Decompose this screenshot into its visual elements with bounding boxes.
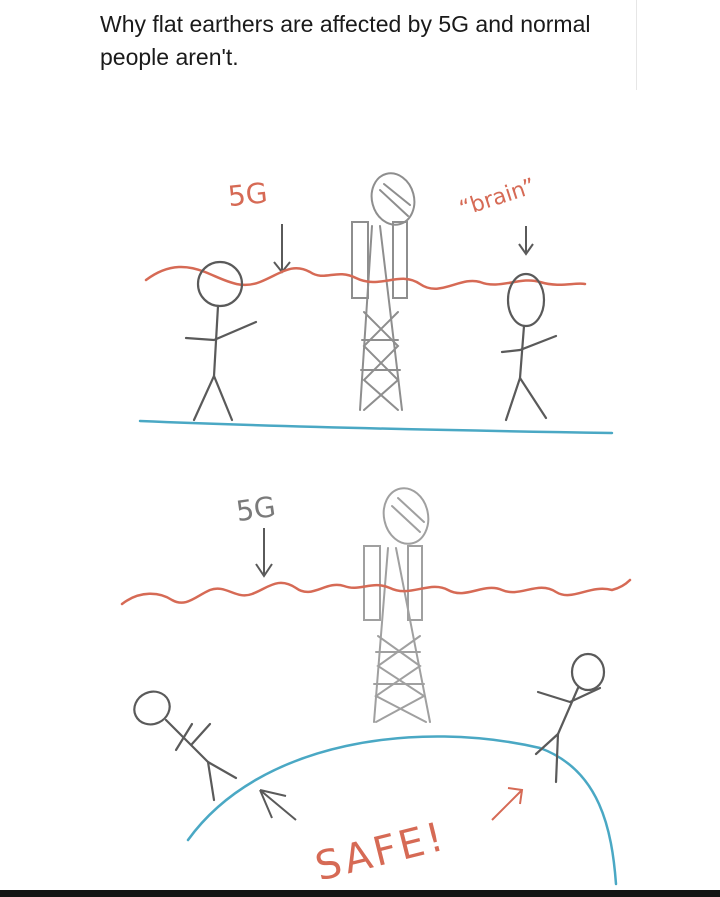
- arrow-safe-right: [491, 787, 524, 821]
- signal-wave-top: [144, 265, 587, 290]
- caption-divider: [636, 0, 637, 90]
- arrow-5g-top: [273, 224, 291, 274]
- flat-ground-line: [138, 419, 614, 435]
- signal-wave-bottom: [120, 578, 632, 606]
- label-brain-top: “brain”: [456, 174, 538, 222]
- cell-tower-top: [351, 172, 416, 411]
- label-5g-top: 5G: [226, 176, 269, 213]
- label-5g-bottom: 5G: [234, 490, 278, 528]
- cell-tower-bottom: [363, 487, 431, 723]
- bottom-border-bar: [0, 890, 720, 897]
- round-earth-arc: [186, 735, 618, 886]
- label-safe-bottom: SAFE!: [311, 814, 451, 891]
- stick-figure-right-top: [500, 272, 558, 422]
- arrow-brain-top: [518, 226, 534, 256]
- stick-figure-right-bottom: [534, 652, 606, 784]
- arrow-5g-bottom: [255, 528, 273, 578]
- bottom-panel: 5G SAFE!: [120, 487, 632, 891]
- round-earth-left-edge: [150, 700, 188, 840]
- stick-figure-left-bottom: [133, 690, 238, 802]
- arrow-safe-left: [259, 789, 297, 821]
- top-panel: 5G “brain”: [138, 172, 614, 435]
- meme-caption: Why flat earthers are affected by 5G and…: [100, 11, 591, 70]
- stick-figure-left-top: [184, 260, 258, 422]
